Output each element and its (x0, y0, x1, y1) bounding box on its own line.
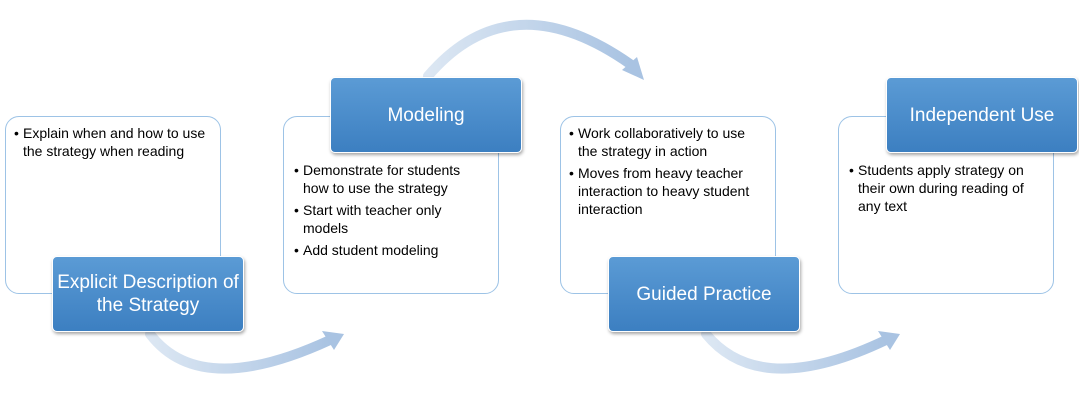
bullet-item: Add student modeling (294, 241, 488, 259)
arrow-3-to-4 (701, 329, 900, 374)
step-4-bullets: Students apply strategy on their own dur… (849, 161, 1043, 215)
step-2-bullets: Demonstrate for students how to use the … (294, 161, 488, 259)
bullet-item: Work collaboratively to use the strategy… (569, 124, 767, 160)
step-2-title: Modeling (330, 77, 522, 153)
bullet-item: Students apply strategy on their own dur… (849, 161, 1043, 215)
bullet-item: Moves from heavy teacher interaction to … (569, 164, 767, 218)
arrow-1-to-2 (145, 329, 344, 374)
step-3-title: Guided Practice (608, 256, 800, 332)
bullet-item: Demonstrate for students how to use the … (294, 161, 488, 197)
bullet-item: Start with teacher only models (294, 201, 488, 237)
step-1-bullets: Explain when and how to use the strategy… (14, 124, 212, 160)
step-4-title: Independent Use (886, 77, 1078, 153)
step-1-title: Explicit Description of the Strategy (52, 256, 244, 332)
step-3-bullets: Work collaboratively to use the strategy… (569, 124, 767, 218)
bullet-item: Explain when and how to use the strategy… (14, 124, 212, 160)
arrow-2-to-3 (423, 19, 644, 81)
